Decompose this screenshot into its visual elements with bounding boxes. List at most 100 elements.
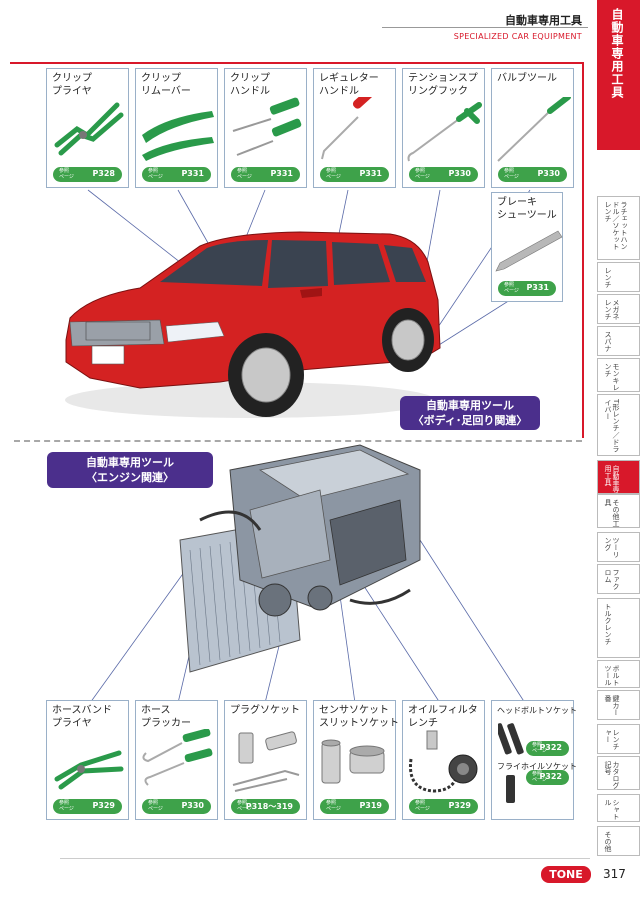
tool-name: クリップ プライヤ xyxy=(52,73,92,97)
page-ref-number: P318～319 xyxy=(245,802,293,811)
oil-filter-wrench-icon xyxy=(408,730,478,793)
tool-name: バルブツール xyxy=(497,73,557,84)
page-ref-number: P322 xyxy=(539,743,562,752)
plug-socket-icon xyxy=(232,731,300,792)
tool-name: センサソケット スリットソケット xyxy=(319,705,399,729)
page-ref-badge: 参照 ページ P330 xyxy=(142,799,211,814)
tool-card-sensor-socket[interactable]: センサソケット スリットソケット 参照 ページ P319 xyxy=(313,700,399,820)
brake-shoe-tool-icon xyxy=(495,230,563,272)
section-divider xyxy=(14,440,582,442)
page-header-subtitle: SPECIALIZED CAR EQUIPMENT xyxy=(453,32,582,41)
regulator-handle-icon xyxy=(321,97,380,160)
car-illustration xyxy=(65,231,441,418)
page-ref-badge: 参照 ページ P318～319 xyxy=(231,799,300,814)
sidebar-tab-wrench[interactable]: レンチ xyxy=(597,262,640,292)
footer-divider xyxy=(60,858,590,859)
sidebar-tab-catalog[interactable]: カタログ記号 xyxy=(597,756,640,790)
sidebar-tab-car-tools[interactable]: 自動車専用工具 xyxy=(597,460,640,494)
tool-card-brake-shoe-tool[interactable]: ブレーキ シューツール 参照 ページ P331 xyxy=(491,192,563,302)
tool-card-clip-remover[interactable]: クリップ リムーバー 参照 ページ P331 xyxy=(135,68,218,188)
sensor-socket-icon xyxy=(321,739,385,784)
tool-card-plug-socket[interactable]: プラグソケット 参照 ページ P318～319 xyxy=(224,700,307,820)
page-ref-number: P328 xyxy=(92,169,115,178)
tool-card-regulator-handle[interactable]: レギュレター ハンドル 参照 ページ P331 xyxy=(313,68,396,188)
sidebar-tab-spanner[interactable]: スパナ xyxy=(597,326,640,356)
page-ref-badge: 参照 ページ P329 xyxy=(53,799,122,814)
tool-name: テンションスプ リングフック xyxy=(408,73,478,97)
tool-card-clip-handle[interactable]: クリップ ハンドル 参照 ページ P331 xyxy=(224,68,307,188)
page-ref-badge: 参照 ページ P322 xyxy=(526,770,569,785)
body-section-frame xyxy=(10,62,584,438)
page-ref-number: P331 xyxy=(526,283,549,292)
page-ref-badge: 参照 ページ P319 xyxy=(320,799,389,814)
sidebar-tab-others[interactable]: その他 xyxy=(597,826,640,856)
page-ref-number: P322 xyxy=(539,772,562,781)
clip-plier-icon xyxy=(54,102,124,156)
page-ref-number: P330 xyxy=(448,169,471,178)
page-ref-number: P331 xyxy=(359,169,382,178)
page-ref-number: P329 xyxy=(448,801,471,810)
sidebar-tab-key[interactable]: 鍵カー番 xyxy=(597,690,640,720)
page-ref-number: P330 xyxy=(181,801,204,810)
page-ref-badge: 参照 ページ P322 xyxy=(526,741,569,756)
tool-card-head-bolt-socket[interactable]: ヘッドボルトソケット 参照 ページ P322 フライホイルソケット 参照 ページ… xyxy=(491,700,577,820)
tool-name: ホース プラッカー xyxy=(141,705,191,729)
brand-logo: TONE xyxy=(541,866,591,883)
engine-illustration xyxy=(179,444,421,673)
tool-card-tension-spring-hook[interactable]: テンションスプ リングフック 参照 ページ P330 xyxy=(402,68,485,188)
tool-name: オイルフィルタ レンチ xyxy=(408,705,478,729)
tool-name: ヘッドボルトソケット xyxy=(497,706,577,715)
page-ref-number: P331 xyxy=(270,169,293,178)
tool-name: レギュレター ハンドル xyxy=(319,73,379,97)
tool-name: ブレーキ シューツール xyxy=(497,197,557,221)
tool-name: クリップ リムーバー xyxy=(141,73,191,97)
clip-handle-icon xyxy=(232,97,302,156)
spring-hook-icon xyxy=(407,102,482,162)
clip-remover-icon xyxy=(142,111,214,161)
page-ref-number: P319 xyxy=(359,801,382,810)
header-divider xyxy=(382,27,588,28)
tool-name: プラグソケット xyxy=(230,705,300,716)
valve-tool-icon xyxy=(497,97,571,162)
page-ref-number: P330 xyxy=(537,169,560,178)
hose-band-plier-icon xyxy=(54,750,124,790)
tool-name: ホースバンド プライヤ xyxy=(52,705,112,729)
page-ref-badge: 参照 ページ P331 xyxy=(231,167,300,182)
flywheel-socket-icon xyxy=(506,775,515,803)
page-ref-badge: 参照 ページ P331 xyxy=(320,167,389,182)
page-ref-badge: 参照 ページ P329 xyxy=(409,799,478,814)
tool-name: クリップ ハンドル xyxy=(230,73,270,97)
body-section-banner: 自動車専用ツール 〈ボディ･足回り関連〉 xyxy=(400,396,540,430)
tool-card-hose-plucker[interactable]: ホース プラッカー 参照 ページ P330 xyxy=(135,700,218,820)
tool-card-clip-plier[interactable]: クリップ プライヤ 参照 ページ P328 xyxy=(46,68,129,188)
page-ref-badge: 参照 ページ P331 xyxy=(498,281,556,296)
sidebar-tab-t-wrench[interactable]: T形レンチ／ドライバー xyxy=(597,394,640,456)
page-ref-number: P331 xyxy=(181,169,204,178)
sidebar-tab-ratchet[interactable]: ラチェットハンドル／ソケットレンチ xyxy=(597,196,640,260)
sidebar-tab-monkey-wrench[interactable]: モンキレンチ xyxy=(597,358,640,392)
sidebar-tab-shuttle[interactable]: シャトル xyxy=(597,794,640,822)
sidebar: 自動車専用工具 ラチェットハンドル／ソケットレンチ レンチ メガネレンチ スパナ… xyxy=(597,0,640,905)
engine-section-banner: 自動車専用ツール 〈エンジン関連〉 xyxy=(47,452,213,488)
sidebar-tab-wrencher[interactable]: レンチャー xyxy=(597,724,640,754)
sidebar-tab-other-tools[interactable]: その他工具 xyxy=(597,494,640,528)
tool-card-hose-band-plier[interactable]: ホースバンド プライヤ 参照 ページ P329 xyxy=(46,700,129,820)
page-ref-badge: 参照 ページ P331 xyxy=(142,167,211,182)
sidebar-tab-bolt-tool[interactable]: ボルトツール xyxy=(597,660,640,688)
sidebar-tab-box-wrench[interactable]: メガネレンチ xyxy=(597,294,640,324)
sidebar-current-section: 自動車専用工具 xyxy=(597,0,640,150)
tool-name-flywheel: フライホイルソケット xyxy=(497,762,577,771)
page-number: 317 xyxy=(603,867,626,881)
page-header-title: 自動車専用工具 xyxy=(505,14,582,27)
page-ref-badge: 参照 ページ P328 xyxy=(53,167,122,182)
page-ref-number: P329 xyxy=(92,801,115,810)
page-ref-badge: 参照 ページ P330 xyxy=(409,167,478,182)
head-bolt-socket-icon xyxy=(498,723,524,755)
tool-card-valve-tool[interactable]: バルブツール 参照 ページ P330 xyxy=(491,68,574,188)
sidebar-tab-fachrom[interactable]: ファクロム xyxy=(597,564,640,594)
sidebar-tab-tooling[interactable]: ツーリング xyxy=(597,532,640,562)
tool-card-oil-filter-wrench[interactable]: オイルフィルタ レンチ 参照 ページ P329 xyxy=(402,700,485,820)
sidebar-tab-torque-wrench[interactable]: トルクレンチ xyxy=(597,598,640,658)
hose-plucker-icon xyxy=(142,729,213,786)
